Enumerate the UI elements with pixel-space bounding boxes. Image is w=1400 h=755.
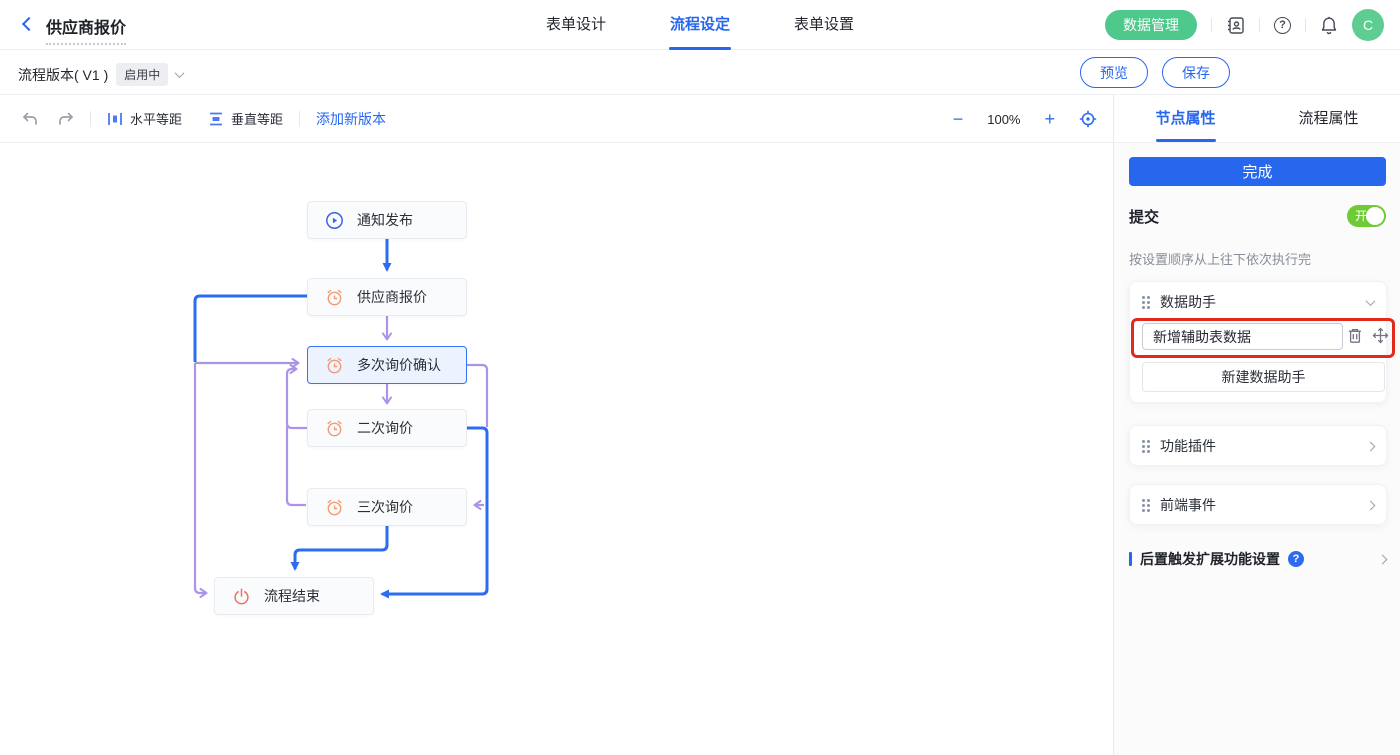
divider [90,110,91,127]
node-notify-publish[interactable]: 通知发布 [307,201,467,239]
chevron-right-icon[interactable] [1377,554,1388,564]
flow-edges [193,239,489,599]
node-second-inquiry[interactable]: 二次询价 [307,409,467,447]
add-version-link[interactable]: 添加新版本 [316,110,387,127]
main-tabs: 表单设计 流程设定 表单设置 [0,0,1400,50]
plugin-header[interactable]: 功能插件 [1130,426,1386,466]
help-icon[interactable]: ? [1274,16,1291,34]
node-flow-end[interactable]: 流程结束 [214,577,374,615]
submit-toggle[interactable]: 开 [1347,205,1386,227]
node-label: 三次询价 [357,499,413,515]
data-manage-button[interactable]: 数据管理 [1105,10,1197,40]
divider [1211,18,1212,32]
redo-button[interactable] [58,112,74,126]
plugin-title: 功能插件 [1160,438,1216,454]
node-label: 二次询价 [357,420,413,436]
complete-button[interactable]: 完成 [1129,157,1386,186]
locate-target-icon[interactable] [1079,110,1097,128]
alarm-clock-icon [327,357,342,373]
tab-node-properties[interactable]: 节点属性 [1114,95,1257,142]
panel-tabs: 节点属性 流程属性 [1113,95,1400,143]
divider [1305,18,1306,32]
post-trigger-title: 后置触发扩展功能设置 [1140,551,1280,567]
power-icon [234,587,249,604]
post-trigger-row[interactable]: 后置触发扩展功能设置 ? [1129,549,1388,569]
drag-handle-icon[interactable] [1142,498,1150,512]
order-hint-text: 按设置顺序从上往下依次执行完 [1129,252,1312,267]
vertical-spacing-button[interactable]: 垂直等距 [208,109,283,128]
delete-icon[interactable] [1347,327,1363,349]
canvas-toolbar: 水平等距 垂直等距 添加新版本 − 100% + [0,95,1113,143]
frontend-event-title: 前端事件 [1160,497,1216,513]
frontend-event-header[interactable]: 前端事件 [1130,485,1386,525]
play-circle-icon [326,211,343,229]
submit-label: 提交 [1129,208,1160,226]
question-help-icon[interactable]: ? [1288,551,1304,567]
move-icon[interactable] [1372,327,1389,349]
chevron-right-icon[interactable] [1365,441,1376,451]
vertical-spacing-label: 垂直等距 [231,112,284,127]
drag-handle-icon[interactable] [1142,439,1150,453]
data-assistant-title: 数据助手 [1160,294,1216,310]
node-label: 供应商报价 [357,289,427,305]
back-icon[interactable] [21,16,37,32]
vertical-spacing-icon [210,112,223,125]
tab-form-design[interactable]: 表单设计 [545,16,606,33]
node-supplier-quote[interactable]: 供应商报价 [307,278,467,316]
toggle-on-label: 开 [1355,209,1368,223]
frontend-event-card: 前端事件 [1129,484,1387,525]
node-multi-inquiry-confirm[interactable]: 多次询价确认 [307,346,467,384]
alarm-clock-icon [327,499,342,515]
divider [299,110,301,127]
save-button[interactable]: 保存 [1162,57,1230,88]
node-label: 多次询价确认 [357,357,441,373]
preview-button[interactable]: 预览 [1080,57,1148,88]
chevron-down-icon[interactable] [1365,295,1376,306]
section-accent-bar [1129,552,1132,566]
flow-canvas[interactable]: 通知发布 供应商报价 多次询价确认 二次询价 三次询价 [0,143,1113,755]
horizontal-spacing-label: 水平等距 [130,112,183,127]
notification-bell-icon[interactable] [1320,16,1338,35]
tab-flow-setting[interactable]: 流程设定 [670,0,730,50]
contact-book-icon[interactable] [1226,16,1245,35]
page-title: 供应商报价 [46,14,127,45]
alarm-clock-icon [327,420,342,436]
horizontal-spacing-icon [108,112,122,125]
chevron-right-icon[interactable] [1365,500,1376,510]
node-label: 通知发布 [357,212,413,228]
node-label: 流程结束 [264,588,320,604]
horizontal-spacing-button[interactable]: 水平等距 [107,109,182,128]
app-header: 供应商报价 表单设计 流程设定 表单设置 数据管理 ? C [0,0,1400,50]
alarm-clock-icon [327,289,342,305]
undo-button[interactable] [22,112,38,126]
version-bar: 流程版本( V1 ) 启用中 预览 保存 [0,50,1400,95]
node-properties-panel: 完成 提交 开 按设置顺序从上往下依次执行完 数据助手 新增辅助表数据 新建数据… [1113,143,1400,755]
zoom-level: 100% [987,111,1021,127]
zoom-out-button[interactable]: − [952,109,964,129]
zoom-in-button[interactable]: + [1044,109,1055,129]
data-assistant-header[interactable]: 数据助手 [1130,282,1386,322]
plugin-card: 功能插件 [1129,425,1387,466]
tab-flow-properties[interactable]: 流程属性 [1298,110,1359,127]
toggle-knob [1366,207,1384,225]
divider [1259,18,1260,32]
drag-handle-icon[interactable] [1142,295,1150,309]
assistant-item[interactable]: 新增辅助表数据 [1142,323,1343,350]
status-badge: 启用中 [116,63,169,86]
tab-form-setting[interactable]: 表单设置 [794,16,855,33]
user-avatar[interactable]: C [1352,9,1384,41]
chevron-down-icon[interactable] [174,68,185,79]
version-label: 流程版本( V1 ) [18,66,109,83]
new-data-assistant-button[interactable]: 新建数据助手 [1142,362,1385,392]
node-third-inquiry[interactable]: 三次询价 [307,488,467,526]
